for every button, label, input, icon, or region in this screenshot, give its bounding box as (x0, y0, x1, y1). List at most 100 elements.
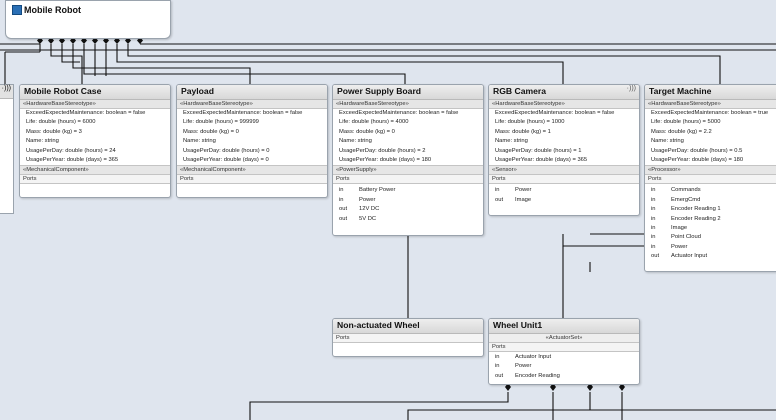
stereotype-label: «ActuatorSet» (489, 334, 639, 342)
block-title: Power Supply Board (337, 86, 422, 96)
block-target-machine[interactable]: Target Machine «HardwareBaseStereotype» … (644, 84, 776, 272)
property-row: UsagePerDay: double (hours) = 2 (339, 147, 426, 154)
property-row: UsagePerYear: double (days) = 180 (651, 157, 744, 164)
root-block-title: Mobile Robot (24, 5, 81, 15)
port-name: Point Cloud (671, 234, 701, 241)
block-rgb-camera[interactable]: RGB Camera·))) «HardwareBaseStereotype» … (488, 84, 640, 216)
root-block-mobile-robot[interactable]: Mobile Robot (5, 0, 171, 39)
port-name: Actuator Input (515, 354, 552, 360)
composition-diamond (550, 383, 556, 391)
connector-line (72, 44, 251, 84)
port-name: Encoder Reading 2 (671, 215, 721, 222)
property-row: UsagePerDay: double (hours) = 0 (183, 147, 270, 154)
ports-label: Ports (20, 175, 170, 185)
property-row: Name: string (183, 138, 216, 145)
port-direction: out (495, 372, 504, 379)
port-row[interactable]: out Encoder Reading (489, 372, 639, 381)
port-name: EmergCmd (671, 196, 701, 203)
port-row[interactable]: out Actuator Input (645, 252, 776, 261)
composition-diamond (619, 383, 625, 391)
port-row[interactable]: in Encoder Reading 2 (645, 215, 776, 224)
property-row: UsagePerDay: double (hours) = 1 (495, 147, 582, 154)
port-name: Image (515, 196, 532, 203)
port-direction: out (651, 253, 660, 260)
port-row[interactable]: in Commands (645, 186, 776, 195)
block-header: RGB Camera·))) (489, 85, 639, 100)
port-direction: in (495, 363, 500, 370)
property-row: Life: double (hours) = 999999 (183, 119, 259, 126)
block-title: Mobile Robot Case (24, 86, 102, 96)
block-header: Mobile Robot Case (20, 85, 170, 100)
port-direction: in (651, 215, 656, 222)
port-row[interactable]: in Power (489, 362, 639, 371)
property-row: ExceedExpectedMaintenance: boolean = tru… (651, 110, 769, 116)
port-direction: in (495, 187, 500, 194)
port-row[interactable]: in Power (489, 186, 639, 195)
port-row[interactable]: in Actuator Input (489, 353, 639, 362)
property-list: ExceedExpectedMaintenance: boolean = fal… (20, 109, 170, 165)
property-row: UsagePerYear: double (days) = 180 (339, 157, 432, 164)
stereotype-label-secondary: «PowerSupply» (333, 165, 483, 176)
block-header: Wheel Unit1 (489, 319, 639, 334)
port-name: Encoder Reading (515, 372, 560, 379)
property-row: Mass: double (kg) = 0 (183, 128, 239, 135)
property-row: Mass: double (kg) = 1 (495, 128, 551, 135)
block-title: Payload (181, 86, 214, 96)
port-direction: out (339, 215, 348, 222)
block-header: Power Supply Board (333, 85, 483, 100)
port-direction: in (651, 187, 656, 194)
block-payload[interactable]: Payload «HardwareBaseStereotype» ExceedE… (176, 84, 328, 198)
port-direction: in (651, 225, 656, 232)
port-name: Commands (671, 187, 701, 194)
property-row: UsagePerDay: double (hours) = 24 (26, 147, 116, 154)
port-direction: out (339, 206, 348, 213)
block-header: Payload (177, 85, 327, 100)
composition-diamond (587, 383, 593, 391)
port-row[interactable]: in Image (645, 224, 776, 233)
property-row: UsagePerDay: double (hours) = 0.5 (651, 147, 743, 154)
property-list: ExceedExpectedMaintenance: boolean = fal… (489, 109, 639, 165)
port-name: Power (515, 187, 532, 194)
block-title: Wheel Unit1 (493, 320, 543, 330)
port-direction: in (495, 354, 500, 360)
block-icon (12, 5, 22, 15)
port-name: 5V DC (359, 215, 377, 222)
connector-line (249, 392, 509, 420)
stereotype-label: «HardwareBaseStereotype» (177, 100, 327, 109)
block-mobile-robot-case[interactable]: Mobile Robot Case «HardwareBaseStereotyp… (19, 84, 171, 198)
composition-diamond (505, 383, 511, 391)
block-power-supply-board[interactable]: Power Supply Board «HardwareBaseStereoty… (332, 84, 484, 236)
partial-block-left[interactable]: ·))) (0, 84, 14, 214)
port-name: Actuator Input (671, 253, 708, 260)
property-row: Life: double (hours) = 1000 (495, 119, 565, 126)
block-header: Target Machine (645, 85, 776, 100)
port-name: Power (515, 363, 532, 370)
block-non-actuated-wheel[interactable]: Non-actuated Wheel Ports (332, 318, 484, 357)
port-direction: in (651, 243, 656, 250)
port-name: Power (359, 196, 376, 203)
property-row: Mass: double (kg) = 0 (339, 128, 395, 135)
port-name: Image (671, 225, 688, 232)
stereotype-label: «HardwareBaseStereotype» (333, 100, 483, 109)
ports-label: Ports (489, 175, 639, 185)
ports-label: Ports (645, 175, 776, 185)
port-name: Encoder Reading 1 (671, 206, 721, 213)
property-row: Life: double (hours) = 4000 (339, 119, 409, 126)
connector-line (50, 44, 83, 84)
port-row[interactable]: out 5V DC (333, 215, 483, 224)
property-row: Name: string (651, 138, 684, 145)
stereotype-label-secondary: «MechanicalComponent» (177, 165, 327, 176)
